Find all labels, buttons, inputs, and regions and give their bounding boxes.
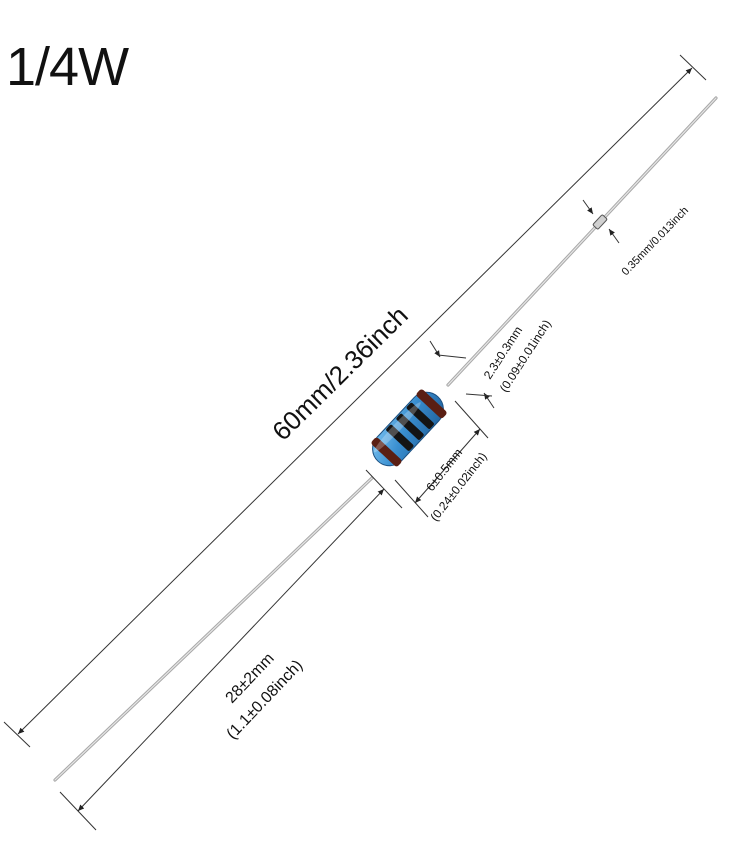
lead-length-dimension [59,469,403,831]
resistor-body [371,389,447,467]
body-length-dimension [394,400,489,518]
lead-diameter-dimension [582,199,620,244]
overall-length-dimension [3,54,707,748]
lead-diameter-label: 0.35mm/0.013inch [620,205,691,278]
body-diameter-dimension [429,340,495,409]
